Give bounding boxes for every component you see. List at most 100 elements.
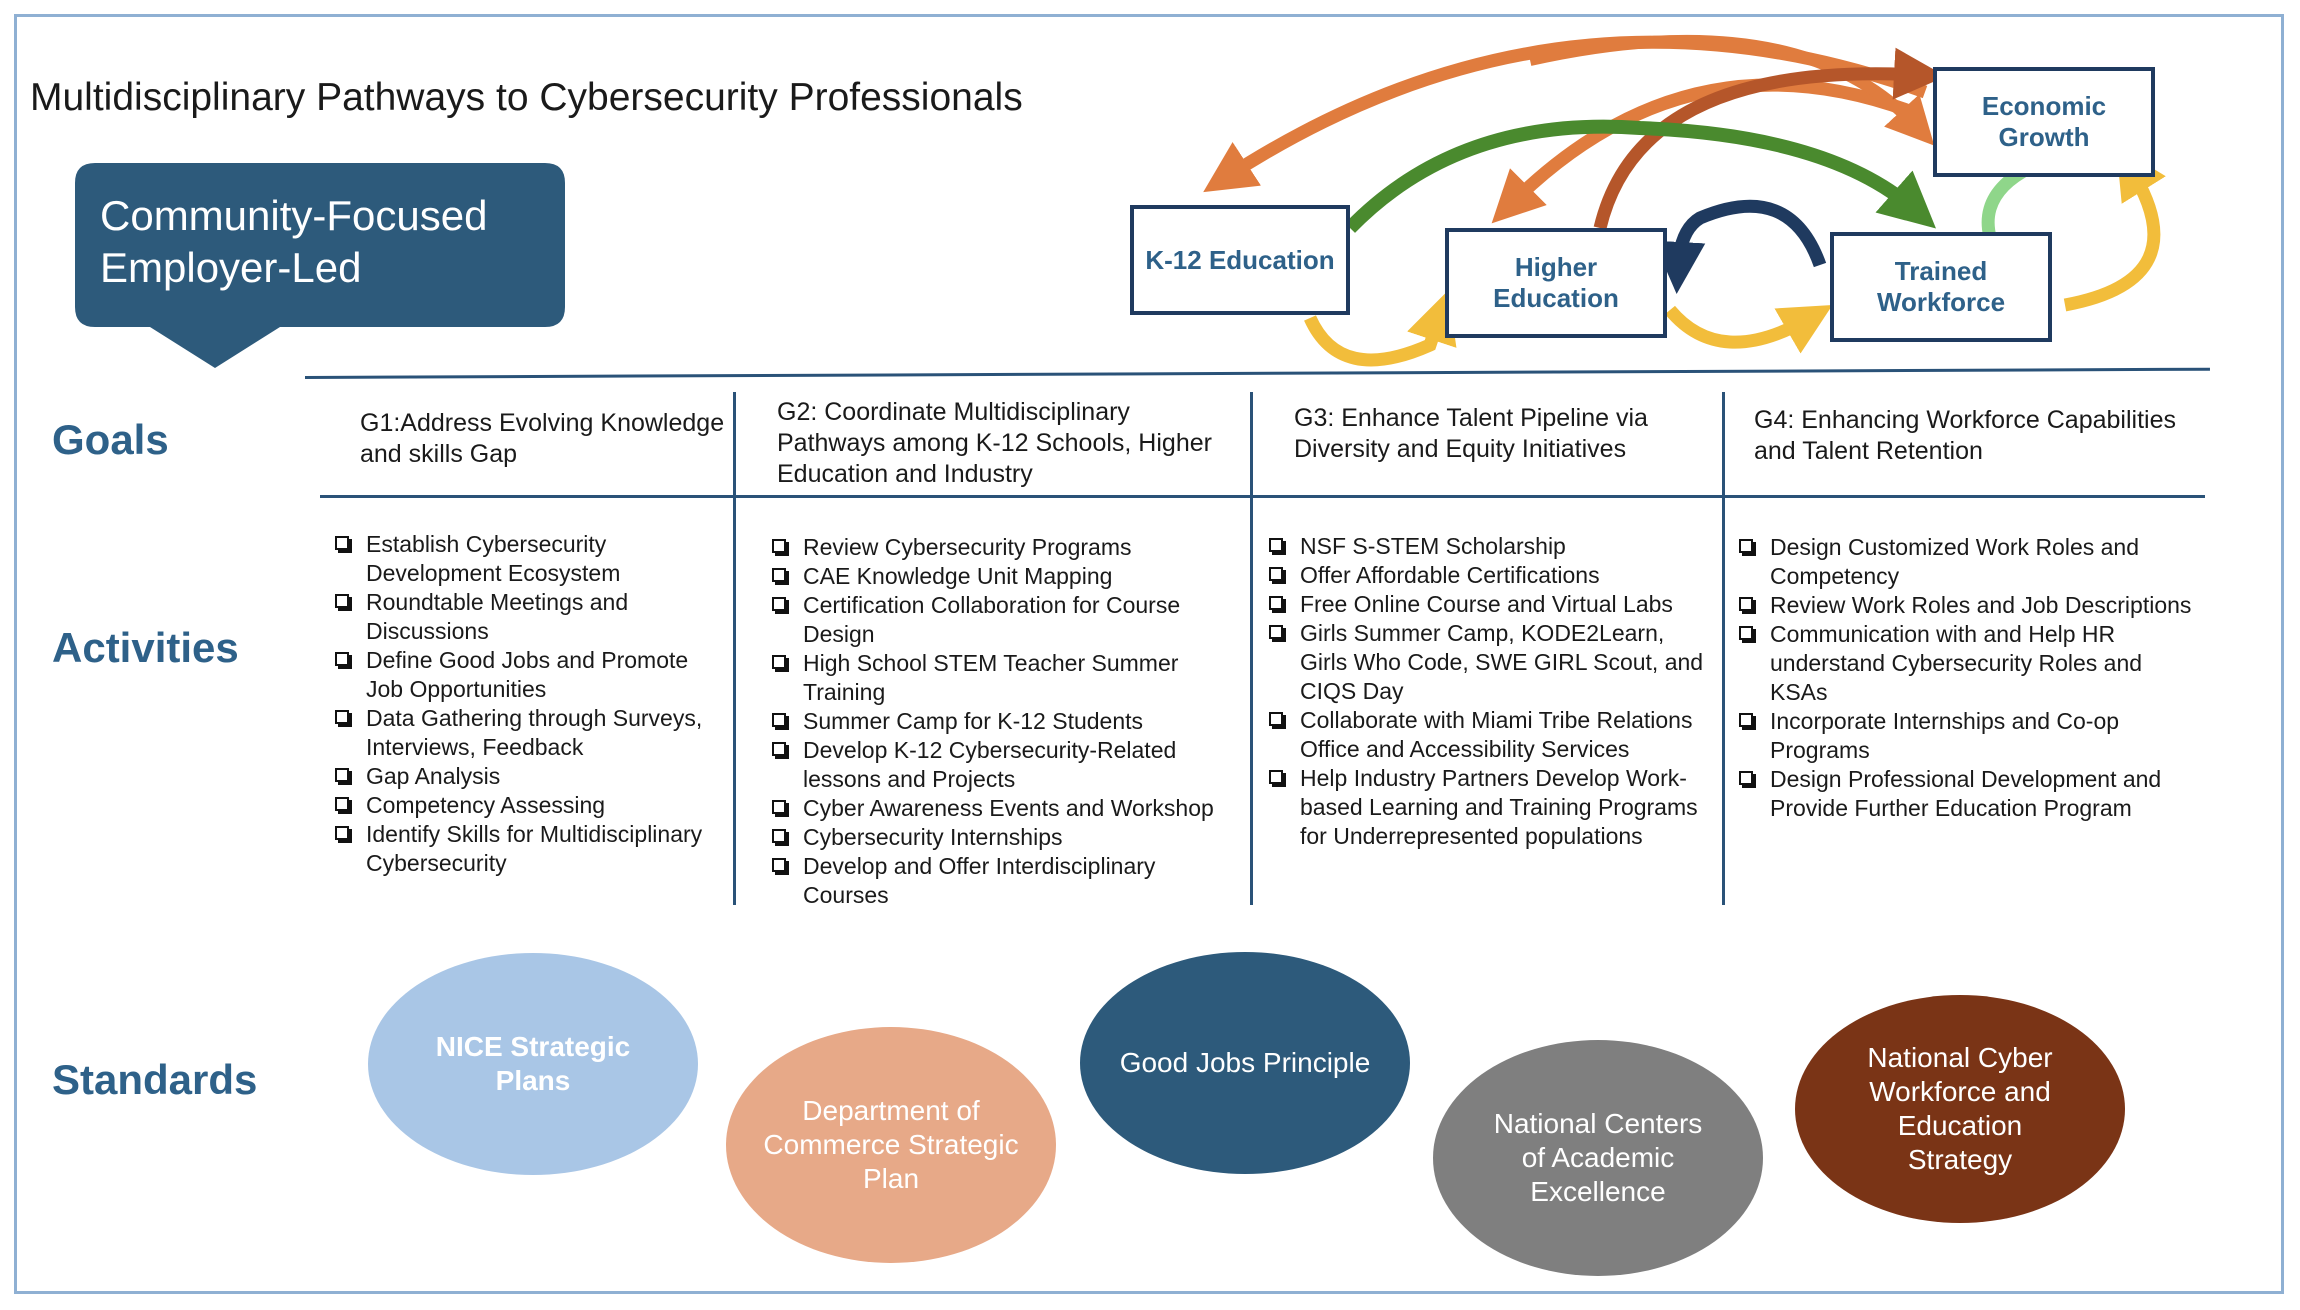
activity-item: Collaborate with Miami Tribe Relations O… xyxy=(1267,706,1712,764)
activity-item: Competency Assessing xyxy=(333,791,728,820)
checkbox-bullet-icon xyxy=(1739,597,1753,611)
activity-text: NSF S-STEM Scholarship xyxy=(1300,533,1566,559)
activity-item: Establish Cybersecurity Development Ecos… xyxy=(333,530,728,588)
goal-4: G4: Enhancing Workforce Capabilities and… xyxy=(1754,406,2176,465)
row-label-goals: Goals xyxy=(52,416,169,463)
page-title: Multidisciplinary Pathways to Cybersecur… xyxy=(30,76,1023,119)
activity-text: Develop and Offer Interdisciplinary Cour… xyxy=(803,853,1156,908)
arrow-trained-to-higher xyxy=(1653,199,1827,294)
activity-item: Incorporate Internships and Co-op Progra… xyxy=(1737,707,2197,765)
arrow-k12-to-higher xyxy=(1304,290,1457,367)
checkbox-bullet-icon xyxy=(1269,712,1283,726)
standard-label: National Cyber Workforce and Education S… xyxy=(1867,1042,2053,1175)
activity-item: Define Good Jobs and Promote Job Opportu… xyxy=(333,646,728,704)
callout-text: Community-Focused Employer-Led xyxy=(100,190,487,294)
checkbox-bullet-icon xyxy=(335,710,349,724)
activity-text: Identify Skills for Multidisciplinary Cy… xyxy=(366,821,703,876)
checkbox-bullet-icon xyxy=(335,652,349,666)
checkbox-bullet-icon xyxy=(1739,713,1753,727)
standard-national-cae: National Centers of Academic Excellence xyxy=(1433,1040,1763,1276)
checkbox-bullet-icon xyxy=(772,568,786,582)
callout-line-2: Employer-Led xyxy=(100,244,362,291)
standard-label: Good Jobs Principle xyxy=(1119,1047,1371,1078)
activity-item: Design Professional Development and Prov… xyxy=(1737,765,2197,823)
checkbox-bullet-icon xyxy=(1269,538,1283,552)
standard-label: NICE Strategic Plans xyxy=(435,1031,631,1096)
goals-bottom-rule xyxy=(320,495,2205,498)
standard-label: Department of Commerce Strategic Plan xyxy=(763,1095,1019,1194)
activity-text: Offer Affordable Certifications xyxy=(1300,562,1600,588)
activity-text: Certification Collaboration for Course D… xyxy=(803,592,1181,647)
activity-item: Design Customized Work Roles and Compete… xyxy=(1737,533,2197,591)
row-label-standards: Standards xyxy=(52,1056,258,1103)
checkbox-bullet-icon xyxy=(1269,770,1283,784)
goal-1: G1:Address Evolving Knowledge and skills… xyxy=(360,409,725,468)
node-trained-line2: Workforce xyxy=(1876,287,2006,317)
checkbox-bullet-icon xyxy=(772,829,786,843)
checkbox-bullet-icon xyxy=(1739,771,1753,785)
node-higher-line2: Education xyxy=(1493,283,1619,313)
goal-2: G2: Coordinate Multidisciplinary Pathway… xyxy=(777,398,1212,488)
standard-doc-strategic-plan: Department of Commerce Strategic Plan xyxy=(726,1027,1056,1263)
checkbox-bullet-icon xyxy=(1269,567,1283,581)
activity-text: Help Industry Partners Develop Work-base… xyxy=(1300,765,1698,849)
activity-item: Review Work Roles and Job Descriptions xyxy=(1737,591,2197,620)
checkbox-bullet-icon xyxy=(1739,539,1753,553)
standard-good-jobs-principle: Good Jobs Principle xyxy=(1080,952,1410,1174)
arrow-k12-to-trained xyxy=(1344,119,1937,233)
standard-ncwes: National Cyber Workforce and Education S… xyxy=(1795,995,2125,1223)
activity-item: Girls Summer Camp, KODE2Learn, Girls Who… xyxy=(1267,619,1712,706)
activity-text: Incorporate Internships and Co-op Progra… xyxy=(1770,708,2120,763)
standard-label: National Centers of Academic Excellence xyxy=(1493,1108,1703,1207)
checkbox-bullet-icon xyxy=(1739,626,1753,640)
activity-text: CAE Knowledge Unit Mapping xyxy=(803,563,1113,589)
column-divider-1 xyxy=(733,392,736,905)
activity-text: Data Gathering through Surveys, Intervie… xyxy=(366,705,703,760)
activity-item: Data Gathering through Surveys, Intervie… xyxy=(333,704,728,762)
node-economic-line2: Growth xyxy=(1998,122,2090,152)
goal-3: G3: Enhance Talent Pipeline via Diversit… xyxy=(1294,404,1648,463)
node-trained-line1: Trained xyxy=(1894,256,1988,286)
activity-item: Develop and Offer Interdisciplinary Cour… xyxy=(770,852,1235,910)
activity-item: Review Cybersecurity Programs xyxy=(770,533,1235,562)
checkbox-bullet-icon xyxy=(335,826,349,840)
checkbox-bullet-icon xyxy=(772,713,786,727)
checkbox-bullet-icon xyxy=(772,539,786,553)
activity-text: Establish Cybersecurity Development Ecos… xyxy=(366,531,621,586)
activity-text: Cyber Awareness Events and Workshop xyxy=(803,795,1214,821)
activity-item: Summer Camp for K-12 Students xyxy=(770,707,1235,736)
activity-item: NSF S-STEM Scholarship xyxy=(1267,532,1712,561)
checkbox-bullet-icon xyxy=(772,800,786,814)
node-higher-line1: Higher xyxy=(1514,252,1598,282)
arrow-economic-to-higher xyxy=(1491,78,1923,224)
node-economic-line1: Economic xyxy=(1981,91,2107,121)
arrow-higher-to-trained xyxy=(1665,305,1833,354)
activity-text: Design Customized Work Roles and Compete… xyxy=(1770,534,2140,589)
activity-text: Free Online Course and Virtual Labs xyxy=(1300,591,1673,617)
checkbox-bullet-icon xyxy=(772,858,786,872)
activity-text: Communication with and Help HR understan… xyxy=(1770,621,2143,705)
activity-text: Design Professional Development and Prov… xyxy=(1770,766,2162,821)
activity-item: Communication with and Help HR understan… xyxy=(1737,620,2197,707)
checkbox-bullet-icon xyxy=(335,594,349,608)
callout-line-1: Community-Focused xyxy=(100,192,488,239)
arrow-trained-to-economic xyxy=(2063,145,2166,312)
checkbox-bullet-icon xyxy=(772,597,786,611)
checkbox-bullet-icon xyxy=(1269,625,1283,639)
activity-text: Define Good Jobs and Promote Job Opportu… xyxy=(366,647,689,702)
activity-text: Review Cybersecurity Programs xyxy=(803,534,1132,560)
activity-text: High School STEM Teacher Summer Training xyxy=(803,650,1179,705)
row-label-activities: Activities xyxy=(52,624,239,671)
node-k12-label: K-12 Education xyxy=(1145,244,1335,275)
checkbox-bullet-icon xyxy=(335,797,349,811)
activity-item: Gap Analysis xyxy=(333,762,728,791)
checkbox-bullet-icon xyxy=(772,742,786,756)
activities-g1: Establish Cybersecurity Development Ecos… xyxy=(333,530,728,878)
activity-item: Free Online Course and Virtual Labs xyxy=(1267,590,1712,619)
activity-text: Review Work Roles and Job Descriptions xyxy=(1770,592,2192,618)
